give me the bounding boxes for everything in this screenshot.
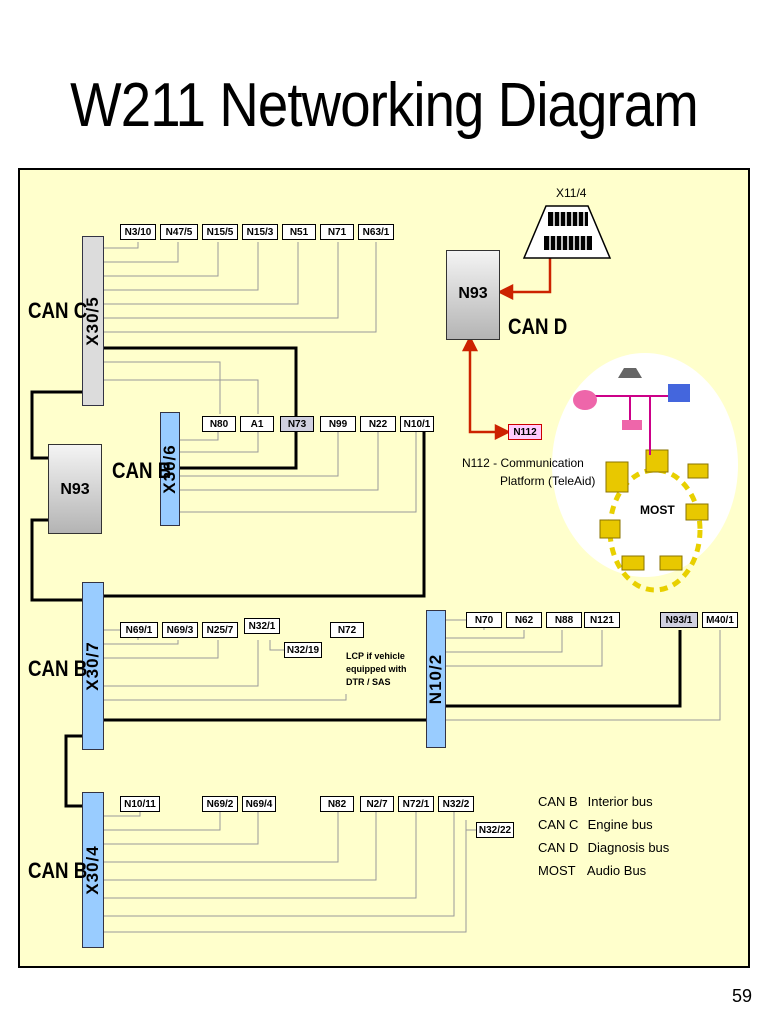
can-d-arrows (461, 258, 552, 441)
module-n69-2: N69/2 (202, 796, 238, 812)
module-n82: N82 (320, 796, 354, 812)
module-n93-1: N93/1 (660, 612, 698, 628)
legend-row: MOST Audio Bus (538, 859, 669, 882)
module-n121: N121 (584, 612, 620, 628)
bus-label-can-d: CAN D (508, 314, 568, 339)
connector-x30-5: X30/5 (82, 236, 104, 406)
module-n32-19: N32/19 (284, 642, 322, 658)
legend-value: Interior bus (587, 794, 653, 809)
bus-label-can-b-x30-7: CAN B (28, 656, 88, 681)
module-n73: N73 (280, 416, 314, 432)
legend-value: Diagnosis bus (587, 840, 670, 855)
module-n2-7: N2/7 (360, 796, 394, 812)
bus-label-can-b-x30-4: CAN B (28, 858, 88, 883)
module-n47-5: N47/5 (160, 224, 198, 240)
legend-row: CAN C Engine bus (538, 813, 669, 836)
module-n3-10: N3/10 (120, 224, 156, 240)
module-n72-1: N72/1 (398, 796, 434, 812)
module-n32-22: N32/22 (476, 822, 514, 838)
module-n70: N70 (466, 612, 502, 628)
teleaid-desc-line1: N112 - Communication (462, 456, 584, 470)
can-c-harness (104, 242, 721, 933)
module-n51: N51 (282, 224, 316, 240)
page-title: W211 Networking Diagram (70, 71, 699, 140)
module-m40-1: M40/1 (702, 612, 738, 628)
module-n10-1: N10/1 (400, 416, 434, 432)
bus-backbone (30, 346, 682, 808)
teleaid-desc-line2: Platform (TeleAid) (500, 474, 596, 488)
diag-socket-label: X11/4 (556, 186, 587, 200)
module-n10-11: N10/11 (120, 796, 160, 812)
connector-x30-4: X30/4 (82, 792, 104, 948)
module-n99: N99 (320, 416, 356, 432)
diagnostic-socket (522, 205, 612, 259)
module-n62: N62 (506, 612, 542, 628)
module-n112: N112 (508, 424, 542, 440)
legend-row: CAN B Interior bus (538, 790, 669, 813)
module-n63-1: N63/1 (358, 224, 394, 240)
module-n69-4: N69/4 (242, 796, 276, 812)
legend-key: MOST (538, 863, 576, 878)
most-label: MOST (640, 503, 675, 517)
module-n32-2: N32/2 (438, 796, 474, 812)
legend-row: CAN D Diagnosis bus (538, 836, 669, 859)
module-n71: N71 (320, 224, 354, 240)
lcp-note: LCP if vehicle equipped with DTR / SAS (346, 651, 407, 687)
module-n69-3: N69/3 (162, 622, 198, 638)
module-n25-7: N25/7 (202, 622, 238, 638)
legend-key: CAN B (538, 794, 578, 809)
module-n15-5: N15/5 (202, 224, 238, 240)
bus-legend: CAN B Interior bus CAN C Engine bus CAN … (538, 790, 669, 882)
page-number: 59 (731, 986, 752, 1006)
gateway-n93-left: N93 (48, 444, 102, 534)
legend-value: Audio Bus (586, 863, 647, 878)
connector-n10-2: N10/2 (426, 610, 446, 748)
connector-x30-6: X30/6 (160, 412, 180, 526)
gateway-n93-top: N93 (446, 250, 500, 340)
module-n22: N22 (360, 416, 396, 432)
module-n69-1: N69/1 (120, 622, 158, 638)
module-n72: N72 (330, 622, 364, 638)
bus-label-can-b-x30-6: CAN B (112, 458, 172, 483)
connector-x30-7: X30/7 (82, 582, 104, 750)
most-backdrop (552, 353, 738, 577)
module-n80: N80 (202, 416, 236, 432)
legend-value: Engine bus (587, 817, 653, 832)
module-a1: A1 (240, 416, 274, 432)
module-n32-1: N32/1 (244, 618, 280, 634)
bus-label-can-c: CAN C (28, 298, 88, 323)
module-n88: N88 (546, 612, 582, 628)
most-ring (573, 368, 709, 593)
connector-n10-2-label: N10/2 (426, 653, 445, 705)
module-n15-3: N15/3 (242, 224, 278, 240)
legend-key: CAN C (538, 817, 579, 832)
legend-key: CAN D (538, 840, 579, 855)
